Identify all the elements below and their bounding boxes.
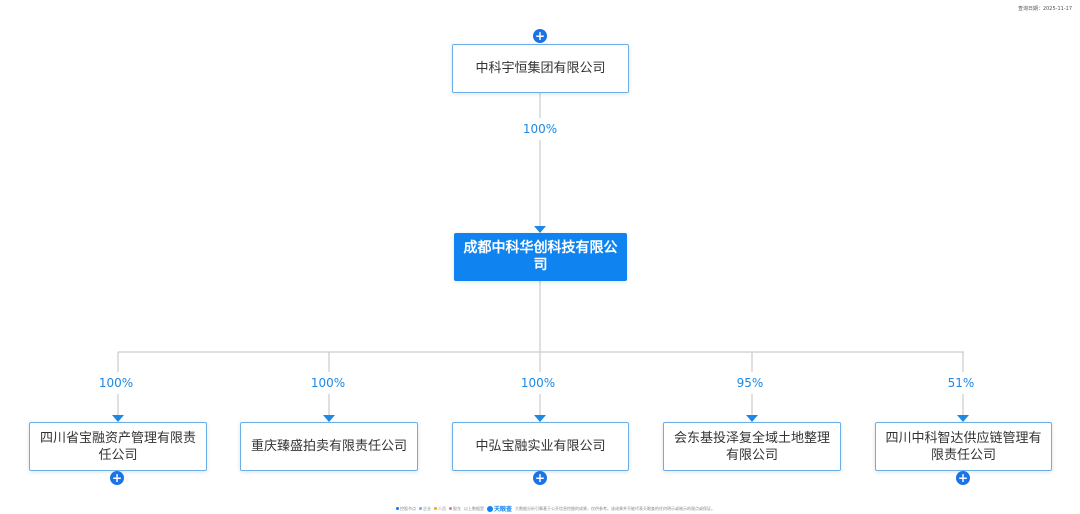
footer-disclaimer: 大数据分析引擎基于公开信息挖掘的成果，仅供参考。该成果并不能代表天眼查的任何明示… [515,505,716,511]
legend-dot-icon [419,507,422,510]
expand-downstream-icon[interactable]: + [533,471,547,485]
brand-logo-icon [487,505,493,512]
legend-item: 企业 [419,506,431,512]
subsidiary-node[interactable]: 会东基投泽复全域土地整理有限公司 [663,422,841,471]
legend-item: 股东 [449,506,461,512]
expand-downstream-icon[interactable]: + [956,471,970,485]
arrowhead-icon [534,415,546,422]
center-company-node[interactable]: 成都中科华创科技有限公司 [454,233,627,281]
legend-item: 人员 [434,506,446,512]
subsidiary-share-percent: 100% [98,376,134,390]
legend-dot-icon [396,507,399,510]
arrowhead-icon [957,415,969,422]
legend-dot-icon [449,507,452,510]
arrowhead-icon [534,226,546,233]
footer: 控股节点 企业 人员 股东 以上数据是 天眼查 大数据分析引擎基于公开信息挖掘的… [396,504,715,513]
arrowhead-icon [746,415,758,422]
subsidiary-share-percent: 95% [736,376,764,390]
root-company-name: 中科宇恒集团有限公司 [475,61,606,76]
expand-upstream-icon[interactable]: + [533,29,547,43]
root-company-node[interactable]: 中科宇恒集团有限公司 [452,44,629,93]
subsidiary-name: 四川中科智达供应链管理有限责任公司 [885,430,1042,463]
subsidiary-share-percent: 100% [520,376,556,390]
expand-downstream-icon[interactable]: + [110,471,124,485]
subsidiary-share-percent: 100% [310,376,346,390]
query-date: 查询日期：2025-11-17 [1017,6,1072,12]
subsidiary-share-percent: 51% [947,376,975,390]
subsidiary-node[interactable]: 四川省宝融资产管理有限责任公司 [29,422,207,471]
center-company-name: 成都中科华创科技有限公司 [463,240,618,273]
brand-logo: 天眼查 [487,504,512,513]
subsidiary-node[interactable]: 四川中科智达供应链管理有限责任公司 [875,422,1052,471]
subsidiary-name: 会东基投泽复全域土地整理有限公司 [673,430,830,463]
subsidiary-name: 四川省宝融资产管理有限责任公司 [39,430,196,463]
subsidiary-name: 重庆臻盛拍卖有限责任公司 [250,439,407,454]
subsidiary-node[interactable]: 中弘宝融实业有限公司 [452,422,629,471]
arrowhead-icon [323,415,335,422]
legend-dot-icon [434,507,437,510]
legend-item: 控股节点 [396,506,416,512]
root-share-percent: 100% [522,122,558,136]
arrowhead-icon [112,415,124,422]
subsidiary-node[interactable]: 重庆臻盛拍卖有限责任公司 [240,422,418,471]
subsidiary-name: 中弘宝融实业有限公司 [475,439,606,454]
footer-prefix: 以上数据是 [464,505,484,511]
